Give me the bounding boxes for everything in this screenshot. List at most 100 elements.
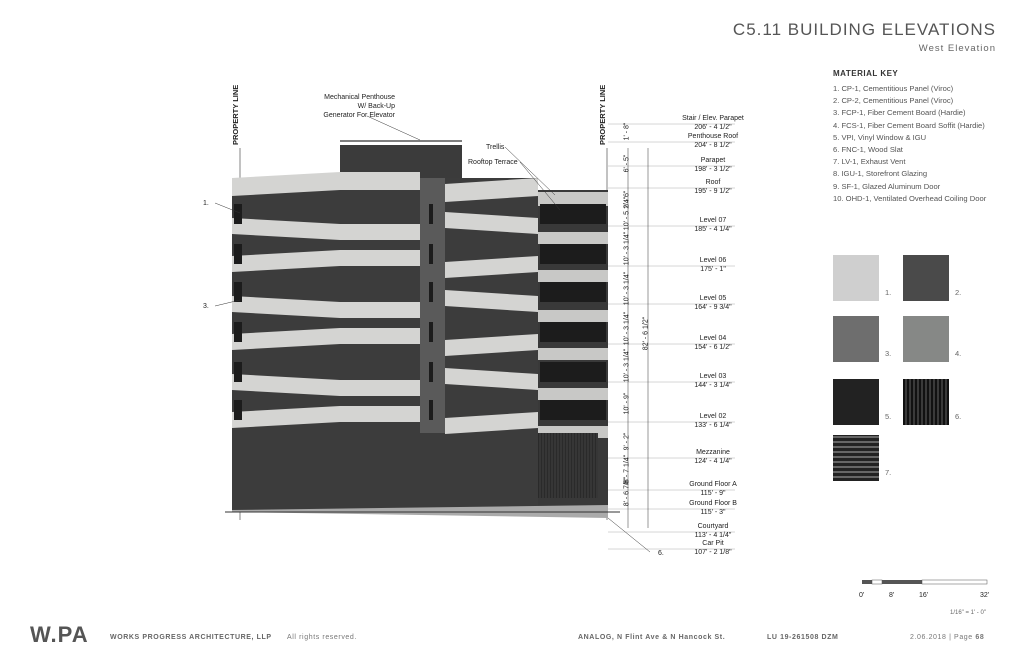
- level-label: Roof 195' - 9 1/2": [673, 178, 753, 196]
- property-line-label-right: PROPERTY LINE: [598, 84, 607, 145]
- level-elevation: 164' - 9 3/4": [694, 304, 732, 311]
- material-key-item: 7. LV-1, Exhaust Vent: [833, 157, 906, 167]
- scale-tick: 16': [919, 592, 929, 599]
- scale-tick: 8': [889, 592, 895, 599]
- panel-bands: [232, 172, 608, 438]
- level-name: Ground Floor A: [689, 481, 737, 488]
- level-elevation: 107' - 2 1/8": [694, 549, 732, 556]
- level-name: Level 02: [699, 413, 727, 420]
- panel-band: [538, 270, 608, 282]
- project-name: ANALOG, N Flint Ave & N Hancock St.: [578, 634, 726, 641]
- panel-band: [538, 348, 608, 360]
- material-swatch: [903, 255, 949, 301]
- level-elevation: 113' - 4 1/4": [694, 532, 732, 539]
- tag-3: 3.: [203, 303, 209, 310]
- firm-logo: W.PA: [30, 622, 89, 647]
- page-subtitle: West Elevation: [918, 43, 996, 54]
- material-key-heading: MATERIAL KEY: [833, 69, 899, 78]
- scale-tick: 0': [859, 592, 865, 599]
- panel-band: [232, 218, 420, 240]
- scale-note: 1/16" = 1' - 0": [950, 610, 986, 616]
- level-name: Level 05: [699, 295, 727, 302]
- panel-band: [232, 374, 420, 396]
- level-name: Level 03: [699, 373, 727, 380]
- swatch-label: 3.: [885, 349, 892, 358]
- window-openings: [234, 204, 606, 420]
- swatch-label: 2.: [955, 288, 962, 297]
- material-key-item: 8. IGU-1, Storefront Glazing: [833, 169, 928, 179]
- material-swatch: [903, 379, 949, 425]
- level-elevation: 115' - 3": [700, 509, 726, 516]
- material-key-item: 10. OHD-1, Ventilated Overhead Coiling D…: [833, 193, 987, 203]
- window: [540, 282, 606, 302]
- level-markers: [608, 123, 735, 550]
- material-key-list: 1. CP-1, Cementitious Panel (Viroc) 2. C…: [833, 83, 986, 205]
- window: [234, 400, 242, 420]
- swatch-label: 5.: [885, 412, 892, 421]
- tag-6: 6.: [658, 550, 664, 557]
- level-name: Parapet: [700, 157, 726, 164]
- window: [540, 400, 606, 420]
- level-name: Roof: [705, 179, 721, 186]
- material-key-item: 5. VPI, Vinyl Window & IGU: [833, 132, 927, 142]
- swatch-label: 7.: [885, 468, 892, 477]
- note-penthouse: Mechanical Penthouse W/ Back-Up Generato…: [323, 94, 395, 119]
- material-swatch: [833, 255, 879, 301]
- panel-band: [445, 334, 538, 356]
- date-page: 2.06.2018 | Page 68: [910, 634, 984, 641]
- window: [540, 362, 606, 382]
- material-key-item: 1. CP-1, Cementitious Panel (Viroc): [833, 84, 954, 93]
- level-elevation: 185' - 4 1/4": [694, 226, 732, 233]
- dimension-label: 8' - 6 7/8": [623, 476, 631, 507]
- panel-band: [445, 178, 538, 202]
- dimension-label: 82' - 6 1/2": [642, 316, 650, 351]
- graphic-scale: [862, 579, 988, 585]
- window: [429, 322, 433, 342]
- window: [234, 204, 242, 224]
- panel-band: [445, 368, 538, 390]
- window: [540, 204, 606, 224]
- panel-band: [445, 256, 538, 278]
- page-title: C5.11 BUILDING ELEVATIONS: [732, 20, 996, 39]
- level-name: Penthouse Roof: [687, 133, 739, 140]
- panel-band: [232, 406, 420, 428]
- level-name: Car Pit: [702, 540, 724, 547]
- material-swatch: [833, 379, 879, 425]
- window: [540, 244, 606, 264]
- level-name: Courtyard: [697, 523, 729, 530]
- material-key-item: 2. CP-2, Cementitious Panel (Viroc): [833, 96, 954, 106]
- window: [234, 322, 242, 342]
- storefront-slats: [538, 433, 598, 498]
- panel-band: [538, 232, 608, 244]
- window: [429, 362, 433, 382]
- date-page-text: 2.06.2018 | Page: [910, 634, 973, 641]
- level-elevation: 124' - 4 1/4": [694, 458, 732, 465]
- panel-band: [445, 212, 538, 234]
- level-elevation: 195' - 9 1/2": [694, 188, 732, 195]
- swatch-label: 6.: [955, 412, 962, 421]
- page-number: 68: [975, 634, 985, 641]
- panel-band: [232, 296, 420, 318]
- window: [429, 204, 433, 224]
- level-name: Stair / Elev. Parapet: [682, 115, 744, 122]
- note-trellis: Trellis: [486, 144, 505, 151]
- panel-band: [538, 310, 608, 322]
- material-key-item: 3. FCP-1, Fiber Cement Board (Hardie): [833, 108, 966, 118]
- window: [234, 282, 242, 302]
- panel-band: [232, 172, 420, 196]
- panel-band: [445, 412, 538, 434]
- window: [429, 244, 433, 264]
- note-terrace: Rooftop Terrace: [468, 159, 518, 166]
- panel-band: [232, 250, 420, 272]
- level-name: Level 04: [699, 335, 727, 342]
- material-swatch: [903, 316, 949, 362]
- level-elevation: 144' - 3 1/4": [694, 382, 732, 389]
